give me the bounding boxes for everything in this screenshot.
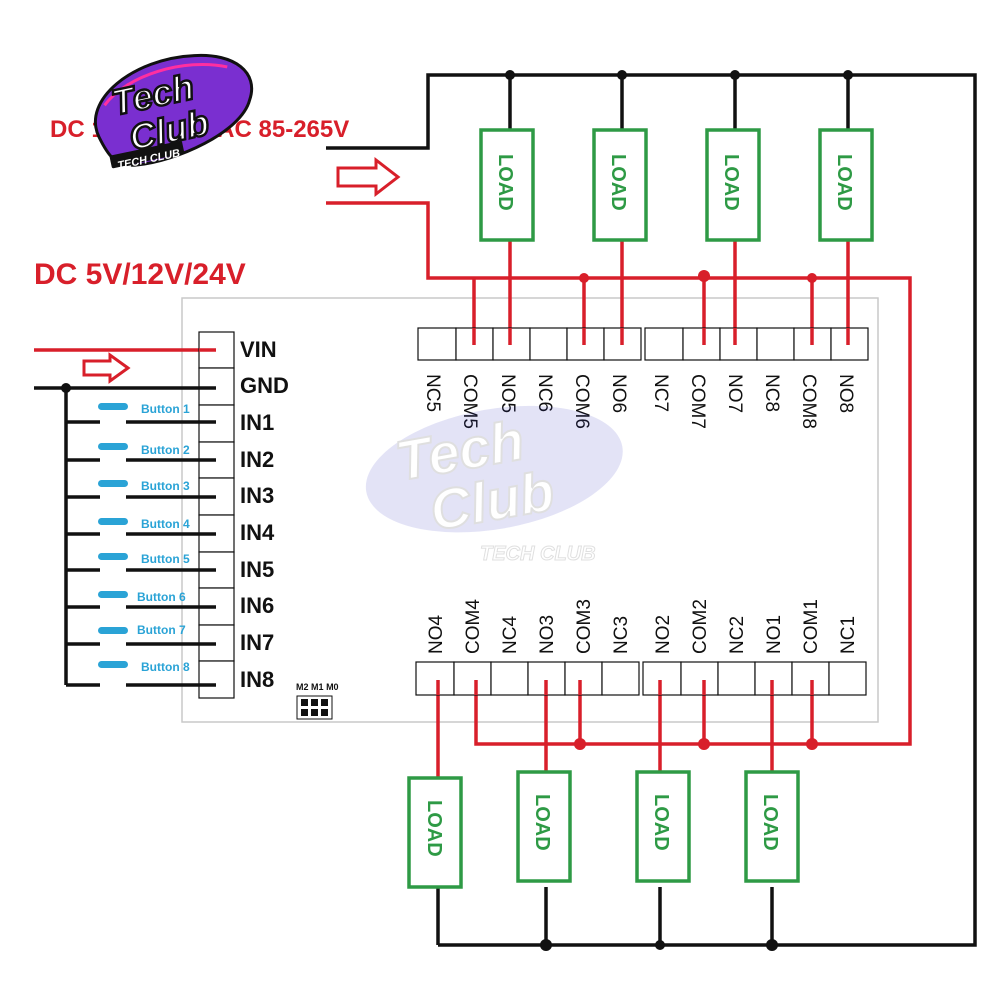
svg-text:NO1: NO1: [764, 615, 785, 654]
button-7: Button 7: [98, 623, 186, 637]
svg-text:Button 3: Button 3: [141, 479, 190, 493]
svg-text:COM4: COM4: [463, 599, 484, 654]
svg-text:NC6: NC6: [534, 374, 555, 412]
button-2: Button 2: [98, 443, 190, 457]
hv-red-junctions: [574, 270, 818, 750]
arrow-icon: [336, 156, 401, 198]
svg-text:NO5: NO5: [497, 374, 518, 413]
vin-label: VIN: [240, 337, 277, 362]
svg-text:Tech: Tech: [108, 66, 197, 123]
input-terminal-block: [198, 331, 235, 699]
in8-label: IN8: [240, 667, 274, 692]
hv-black-junctions: [505, 70, 853, 951]
load-bottom-4: LOAD: [407, 776, 463, 889]
svg-text:NO8: NO8: [835, 374, 856, 413]
input-wire-tips: [199, 348, 216, 687]
svg-text:NC2: NC2: [727, 616, 748, 654]
svg-text:LOAD: LOAD: [423, 800, 445, 857]
svg-text:COM2: COM2: [690, 599, 711, 654]
svg-text:NO2: NO2: [653, 615, 674, 654]
mode-header: M2 M1 M0: [296, 682, 339, 720]
svg-text:COM8: COM8: [798, 374, 819, 429]
svg-text:LOAD: LOAD: [607, 154, 629, 211]
in4-label: IN4: [240, 520, 275, 545]
in1-label: IN1: [240, 410, 274, 435]
svg-text:NO4: NO4: [426, 615, 447, 655]
bottom-wire-tips: [436, 680, 814, 695]
svg-text:Button 1: Button 1: [141, 402, 190, 416]
svg-text:LOAD: LOAD: [833, 154, 855, 211]
gnd-junction: [61, 383, 71, 393]
hv-black-wiring: [326, 73, 977, 947]
in5-label: IN5: [240, 557, 274, 582]
top-terminal-block: [417, 327, 869, 361]
buttons: Button 1 Button 2 Button 3 Button 4 Butt…: [98, 402, 190, 674]
svg-text:LOAD: LOAD: [494, 154, 516, 211]
svg-text:LOAD: LOAD: [650, 794, 672, 851]
arrow-icon: [82, 352, 131, 384]
load-top-7: LOAD: [705, 128, 761, 242]
button-1: Button 1: [98, 402, 190, 416]
svg-text:NC5: NC5: [422, 374, 443, 412]
button-5: Button 5: [98, 552, 190, 566]
svg-text:Button 4: Button 4: [141, 517, 190, 531]
svg-text:Button 6: Button 6: [137, 590, 186, 604]
in7-label: IN7: [240, 630, 274, 655]
svg-text:NO7: NO7: [724, 374, 745, 413]
button-6: Button 6: [98, 590, 186, 604]
svg-text:Button 2: Button 2: [141, 443, 190, 457]
button-4: Button 4: [98, 517, 190, 531]
top-terminal-labels: NC5 COM5 NO5 NC6 COM6 NO6 NC7 COM7 NO7 N…: [422, 374, 856, 429]
svg-text:M2 M1 M0: M2 M1 M0: [296, 682, 339, 692]
load-bottom-3: LOAD: [516, 770, 572, 883]
load-top-6: LOAD: [592, 128, 648, 242]
button-3: Button 3: [98, 479, 190, 493]
svg-text:NC1: NC1: [838, 616, 859, 654]
in2-label: IN2: [240, 447, 274, 472]
watermark-logo: Tech Club TECH CLUB: [365, 405, 623, 566]
svg-text:LOAD: LOAD: [531, 794, 553, 851]
svg-text:Button 5: Button 5: [141, 552, 190, 566]
svg-text:Button 7: Button 7: [137, 623, 186, 637]
svg-text:TECH CLUB: TECH CLUB: [480, 543, 596, 565]
svg-text:COM5: COM5: [459, 374, 480, 429]
svg-text:NC4: NC4: [500, 616, 521, 654]
bottom-terminal-labels: NO4 COM4 NC4 NO3 COM3 NC3 NO2 COM2 NC2 N…: [426, 599, 859, 654]
svg-text:NC3: NC3: [611, 616, 632, 654]
svg-text:COM1: COM1: [801, 599, 822, 654]
load-top-5: LOAD: [479, 128, 535, 242]
in3-label: IN3: [240, 483, 274, 508]
in6-label: IN6: [240, 593, 274, 618]
svg-text:COM3: COM3: [574, 599, 595, 654]
svg-text:NC7: NC7: [650, 374, 671, 412]
supply-low-label: DC 5V/12V/24V: [34, 258, 246, 291]
svg-text:LOAD: LOAD: [759, 794, 781, 851]
load-top-8: LOAD: [818, 128, 874, 242]
input-pin-labels: VIN GND IN1 IN2 IN3 IN4 IN5 IN6 IN7 IN8: [240, 337, 289, 692]
tech-club-logo: Tech Club TECH CLUB: [93, 53, 254, 172]
gnd-label: GND: [240, 373, 289, 398]
svg-text:NO3: NO3: [537, 615, 558, 654]
relay-board: [181, 297, 879, 723]
load-bottom-2: LOAD: [635, 770, 691, 883]
svg-text:Button 8: Button 8: [141, 660, 190, 674]
svg-text:COM7: COM7: [687, 374, 708, 429]
svg-text:COM6: COM6: [571, 374, 592, 429]
input-wiring: [34, 386, 216, 687]
load-bottom-1: LOAD: [744, 770, 800, 883]
svg-text:NC8: NC8: [761, 374, 782, 412]
svg-text:LOAD: LOAD: [720, 154, 742, 211]
svg-text:NO6: NO6: [608, 374, 629, 413]
top-wire-tips: [472, 328, 850, 345]
button-8: Button 8: [98, 660, 190, 674]
